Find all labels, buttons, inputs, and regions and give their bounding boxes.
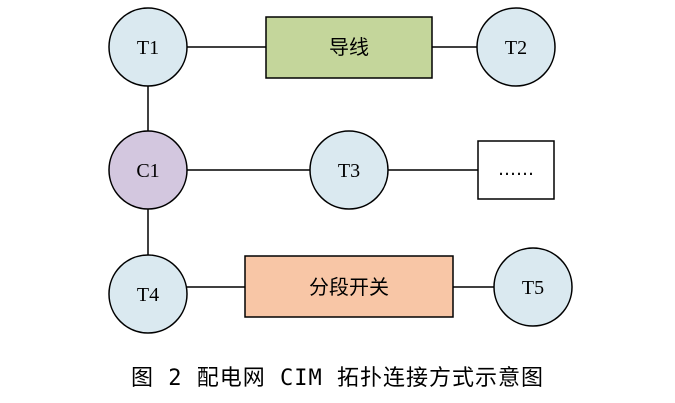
terminal-circle-t1	[108, 7, 188, 87]
terminal-circle-t3	[309, 130, 389, 210]
ellipsis-rect	[477, 140, 555, 200]
section-switch-label: 分段开关	[309, 275, 389, 299]
conductor-box: 导线	[265, 16, 433, 79]
terminal-node-t5: T5	[493, 247, 573, 327]
topology-diagram: T1 导线 T2 C1 T3 …… T4 分段开关 T5	[108, 7, 573, 334]
connectivity-label-c1: C1	[136, 160, 159, 182]
figure-caption: 图 2 配电网 CIM 拓扑连接方式示意图	[131, 366, 544, 391]
ellipsis-label: ……	[498, 159, 534, 180]
connectivity-node-c1: C1	[108, 130, 188, 210]
terminal-node-t2: T2	[476, 7, 556, 87]
terminal-node-t1: T1	[108, 7, 188, 87]
section-switch-box: 分段开关	[244, 255, 454, 318]
terminal-label-t2: T2	[505, 37, 527, 59]
terminal-node-t4: T4	[108, 254, 188, 334]
terminal-circle-t5	[493, 247, 573, 327]
conductor-label: 导线	[329, 35, 369, 59]
terminal-label-t4: T4	[137, 284, 159, 306]
terminal-label-t1: T1	[137, 37, 159, 59]
terminal-circle-t2	[476, 7, 556, 87]
connection-lines	[147, 46, 494, 288]
terminal-circle-t4	[108, 254, 188, 334]
conductor-rect	[265, 16, 433, 79]
terminal-label-t5: T5	[522, 277, 544, 299]
ellipsis-box: ……	[477, 140, 555, 200]
terminal-label-t3: T3	[338, 160, 360, 182]
terminal-node-t3: T3	[309, 130, 389, 210]
section-switch-rect	[244, 255, 454, 318]
connectivity-circle-c1	[108, 130, 188, 210]
